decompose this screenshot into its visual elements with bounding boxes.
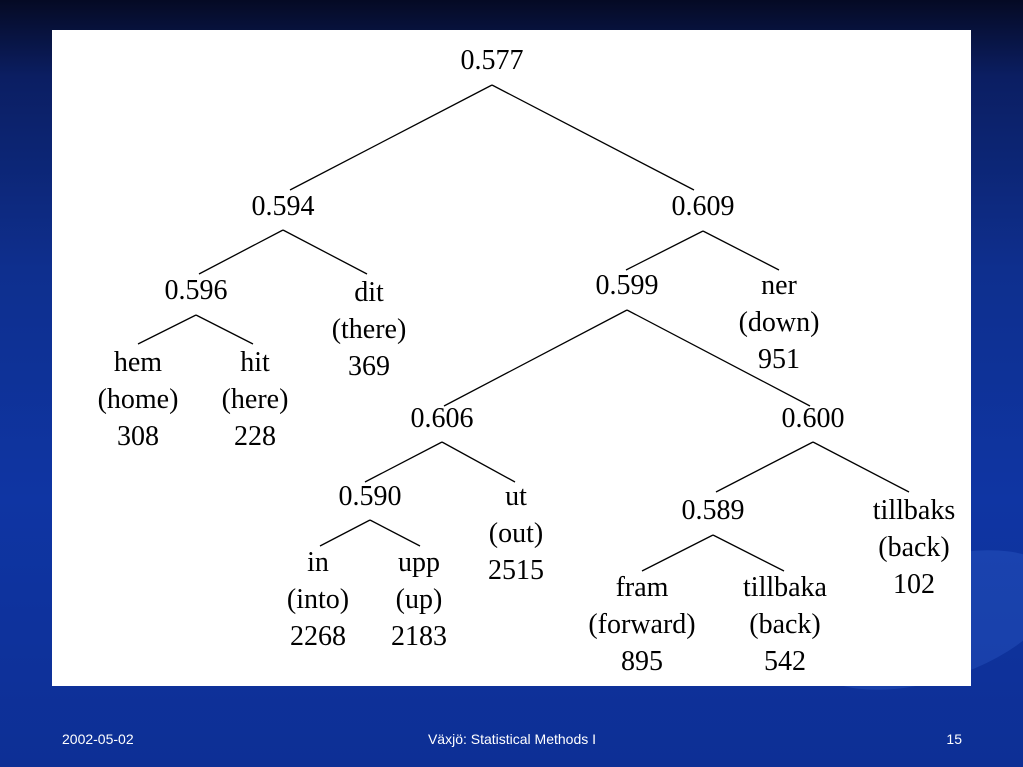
leaf-gloss: (back) — [749, 609, 821, 640]
leaf-word: hem — [113, 347, 163, 378]
leaf-count: 102 — [892, 569, 935, 600]
leaf-count: 369 — [347, 351, 390, 382]
leaf-word: upp — [398, 547, 440, 578]
edge-596-hit — [195, 314, 254, 345]
node-590: 0.590 — [338, 481, 402, 512]
edge-589-tillbaka — [712, 534, 785, 572]
footer-date: 2002-05-02 — [62, 731, 134, 747]
leaf-dit: dit (there) 369 — [332, 274, 407, 385]
leaf-gloss: (up) — [395, 584, 443, 615]
leaf-word: dit — [354, 277, 384, 308]
edge-600-589 — [715, 441, 814, 493]
leaf-count: 228 — [233, 421, 276, 452]
leaf-word: hit — [240, 347, 270, 378]
leaf-gloss: (down) — [738, 307, 820, 338]
edge-609-ner — [702, 230, 780, 271]
node-589: 0.589 — [681, 495, 745, 526]
leaf-count: 951 — [758, 344, 800, 375]
leaf-word: fram — [615, 572, 669, 603]
leaf-gloss: (home) — [97, 384, 179, 415]
leaf-count: 2515 — [488, 555, 544, 586]
edge-606-ut — [441, 441, 516, 483]
leaf-count: 2268 — [290, 621, 346, 652]
edge-594-596 — [198, 229, 284, 275]
leaf-count: 542 — [763, 646, 806, 677]
leaf-count: 308 — [116, 421, 159, 452]
tree-edges — [137, 84, 910, 572]
node-609: 0.609 — [671, 191, 735, 222]
edge-599-600 — [626, 309, 811, 407]
leaf-word: ner — [761, 270, 797, 301]
leaf-word: ut — [505, 481, 527, 512]
edge-609-599 — [625, 230, 704, 271]
leaf-gloss: (back) — [878, 532, 950, 563]
leaf-hem: hem (home) 308 — [98, 344, 179, 455]
leaf-hit: hit (here) 228 — [222, 344, 289, 455]
footer-title: Växjö: Statistical Methods I — [427, 731, 597, 747]
leaf-gloss: (there) — [331, 314, 407, 345]
node-600: 0.600 — [781, 403, 845, 434]
node-606: 0.606 — [410, 403, 474, 434]
leaf-gloss: (forward) — [588, 609, 696, 640]
leaf-tillbaks: tillbaks (back) 102 — [873, 492, 955, 603]
leaf-upp: upp (up) 2183 — [391, 544, 447, 655]
edge-root-left — [289, 84, 493, 191]
leaf-count: 2183 — [391, 621, 447, 652]
node-594: 0.594 — [251, 191, 315, 222]
leaf-fram: fram (forward) 895 — [588, 569, 695, 680]
edge-root-right — [491, 84, 695, 191]
leaf-word: in — [307, 547, 329, 578]
leaf-word: tillbaks — [872, 495, 956, 526]
leaf-gloss: (into) — [286, 584, 350, 615]
leaf-tillbaka: tillbaka (back) 542 — [743, 569, 827, 680]
edge-606-590 — [364, 441, 443, 483]
node-599: 0.599 — [595, 270, 659, 301]
leaf-ner: ner (down) 951 — [739, 267, 820, 378]
edge-590-in — [319, 519, 371, 547]
leaf-in: in (into) 2268 — [287, 544, 349, 655]
edge-599-606 — [443, 309, 628, 407]
edge-596-hem — [137, 314, 197, 345]
leaf-ut: ut (out) 2515 — [488, 478, 544, 589]
node-596: 0.596 — [164, 275, 228, 306]
node-root: 0.577 — [460, 45, 524, 76]
footer-page-number: 15 — [946, 731, 962, 747]
leaf-gloss: (here) — [221, 384, 289, 415]
leaf-gloss: (out) — [488, 518, 544, 549]
edge-600-tillbaks — [812, 441, 910, 493]
leaf-count: 895 — [621, 646, 663, 677]
edge-589-fram — [641, 534, 714, 572]
edge-594-dit — [282, 229, 368, 275]
leaf-word: tillbaka — [743, 572, 827, 603]
tree-diagram-panel: 0.577 0.594 0.609 0.596 0.599 0.606 0.60… — [52, 30, 971, 686]
edge-590-upp — [369, 519, 421, 547]
